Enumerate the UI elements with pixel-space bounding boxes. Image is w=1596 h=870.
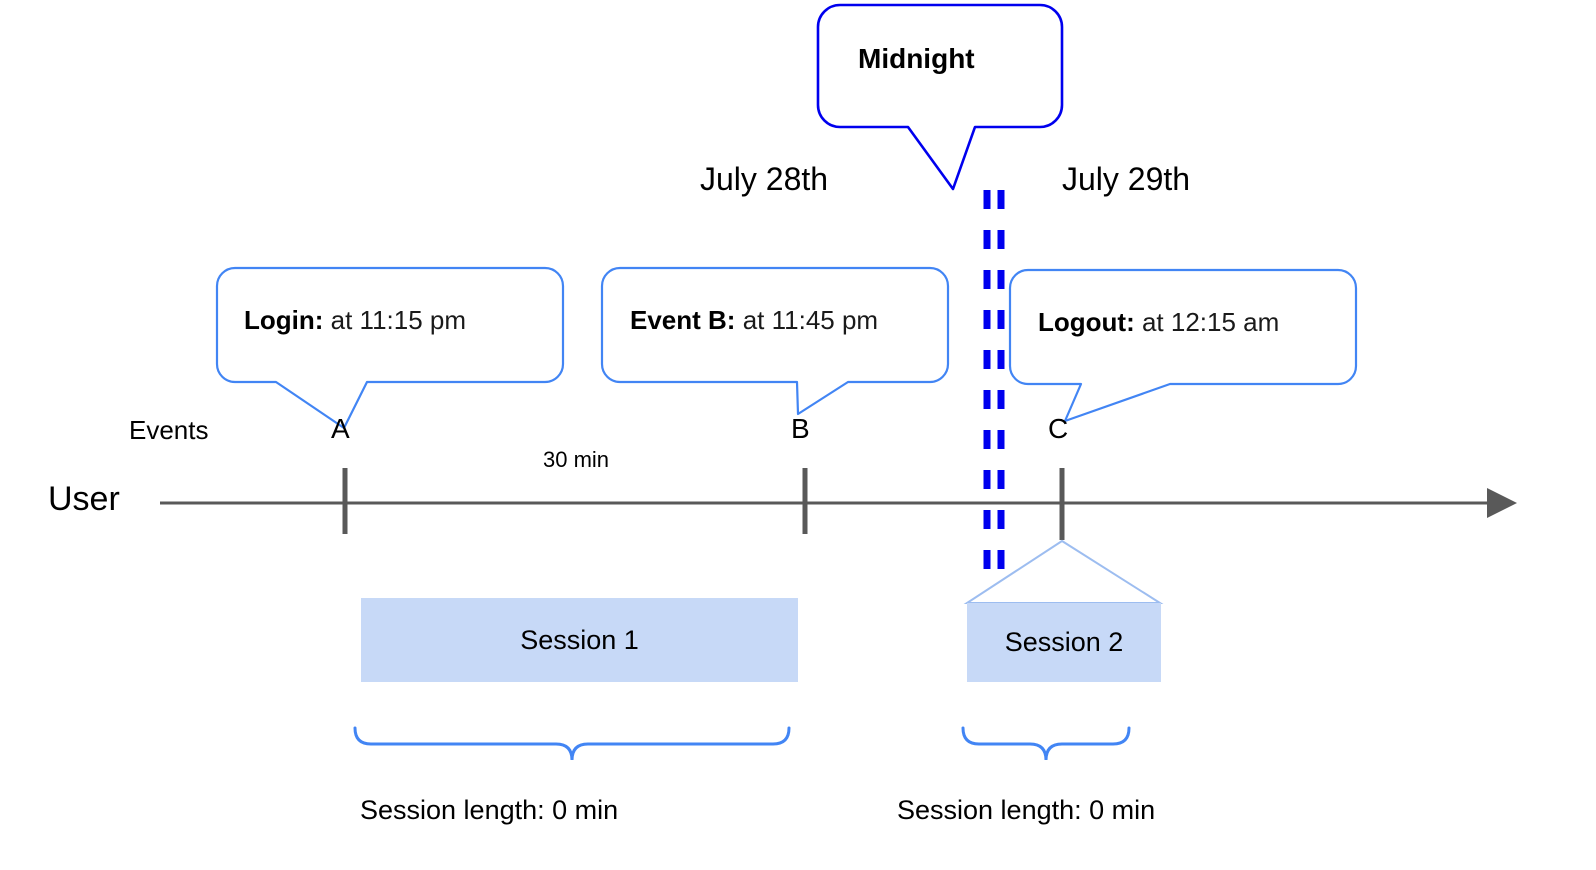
session1-brace — [353, 726, 791, 761]
eventb-callout-label: Event B: at 11:45 pm — [630, 305, 878, 336]
eventb-callout-bold: Event B: — [630, 305, 736, 335]
logout-callout-shape[interactable] — [1008, 268, 1358, 423]
session-1-length-caption: Session length: 0 min — [360, 795, 619, 825]
session-2-box[interactable]: Session 2 — [967, 603, 1161, 682]
session2-connector-triangle — [963, 539, 1164, 604]
session2-brace — [961, 726, 1131, 761]
session-2-length-caption: Session length: 0 min — [897, 795, 1156, 825]
login-callout-rest: at 11:15 pm — [323, 305, 467, 335]
date-label-july-29: July 29th — [1062, 161, 1191, 197]
midnight-callout-label: Midnight — [858, 43, 975, 74]
midnight-dashed-lines — [983, 190, 1005, 581]
session-1-label: Session 1 — [520, 624, 639, 655]
logout-callout-label: Logout: at 12:15 am — [1038, 307, 1279, 338]
midnight-callout-shape[interactable] — [816, 3, 1064, 191]
eventb-callout-shape[interactable] — [600, 266, 950, 416]
eventb-callout-rest: at 11:45 pm — [735, 305, 879, 335]
marker-letter-a: A — [331, 413, 350, 444]
gap-duration-label: 30 min — [543, 447, 610, 472]
marker-letter-b: B — [791, 413, 810, 444]
login-callout-shape[interactable] — [215, 266, 565, 430]
logout-callout-rest: at 12:15 am — [1134, 307, 1280, 337]
login-callout-label: Login: at 11:15 pm — [244, 305, 466, 336]
session-2-label: Session 2 — [1004, 627, 1124, 657]
login-callout-bold: Login: — [244, 305, 324, 335]
marker-letter-c: C — [1048, 413, 1069, 444]
date-label-july-28: July 28th — [700, 161, 829, 197]
event-tick-marks — [342, 468, 1065, 540]
session-1-box[interactable]: Session 1 — [361, 598, 798, 682]
axis-row-label-events: Events — [129, 415, 209, 445]
logout-callout-bold: Logout: — [1038, 307, 1135, 337]
axis-row-label-user: User — [48, 480, 120, 518]
